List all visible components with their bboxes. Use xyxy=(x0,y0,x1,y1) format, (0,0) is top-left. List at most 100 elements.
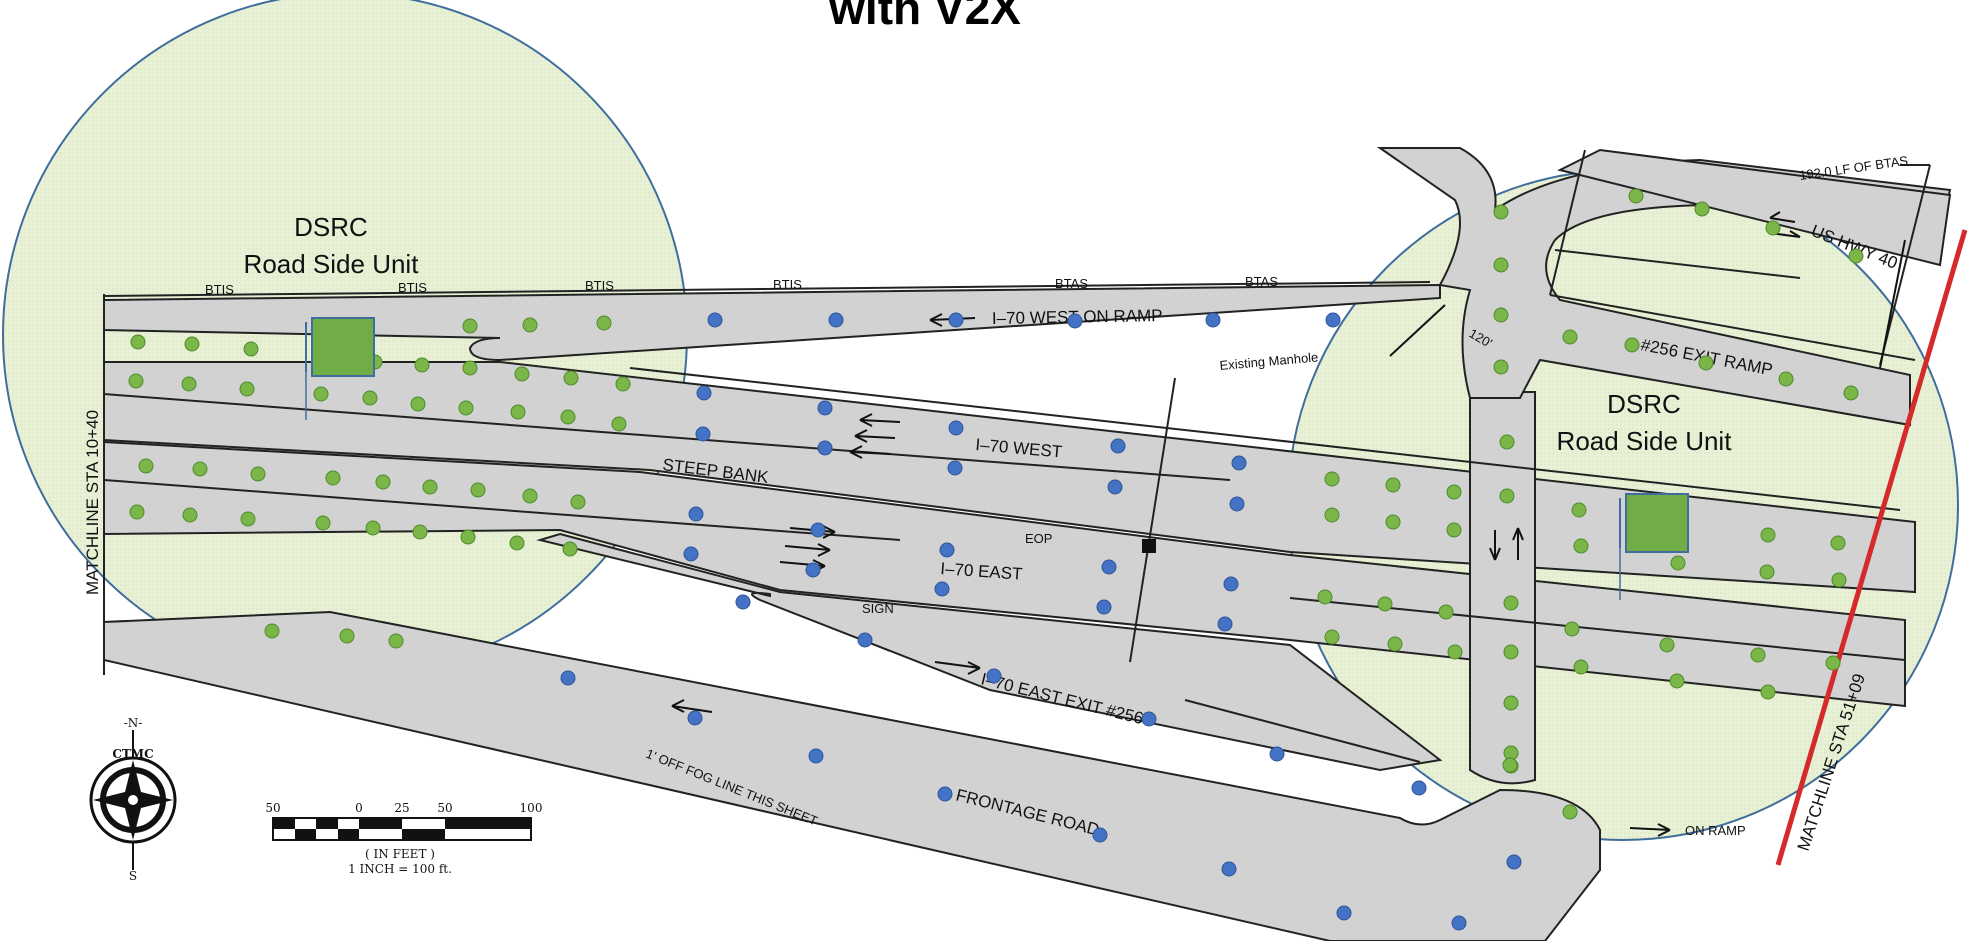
connected-vehicle xyxy=(1765,220,1781,236)
connected-vehicle xyxy=(182,507,198,523)
label-sign: SIGN xyxy=(862,601,894,616)
label-btas: BTAS xyxy=(1245,274,1278,289)
connected-vehicle xyxy=(1669,673,1685,689)
connected-vehicle xyxy=(1573,659,1589,675)
unconnected-vehicle xyxy=(696,385,712,401)
unconnected-vehicle xyxy=(1269,746,1285,762)
unconnected-vehicle xyxy=(939,542,955,558)
connected-vehicle xyxy=(375,474,391,490)
connected-vehicle xyxy=(1825,655,1841,671)
connected-vehicle xyxy=(462,360,478,376)
unconnected-vehicle xyxy=(1217,616,1233,632)
connected-vehicle xyxy=(458,400,474,416)
unconnected-vehicle xyxy=(1092,827,1108,843)
unconnected-vehicle xyxy=(1506,854,1522,870)
connected-vehicle xyxy=(562,541,578,557)
unconnected-vehicle xyxy=(735,594,751,610)
scale-tick-label: 50 xyxy=(265,801,280,815)
connected-vehicle xyxy=(1438,604,1454,620)
connected-vehicle xyxy=(243,341,259,357)
label-btis: BTIS xyxy=(398,280,427,295)
us-hwy-40-road xyxy=(1557,148,1952,267)
unconnected-vehicle xyxy=(948,312,964,328)
connected-vehicle xyxy=(362,390,378,406)
connected-vehicle xyxy=(1499,434,1515,450)
rsu-right-label-1: DSRC xyxy=(1607,389,1681,419)
unconnected-vehicle xyxy=(1231,455,1247,471)
connected-vehicle xyxy=(1324,507,1340,523)
connected-vehicle xyxy=(1493,359,1509,375)
i70-west-road xyxy=(103,361,1916,594)
vertical-connector-road xyxy=(1469,391,1536,785)
unconnected-vehicle xyxy=(947,460,963,476)
i70-east-exit-road xyxy=(536,532,1443,772)
label-existing-manhole: Existing Manhole xyxy=(1219,349,1319,373)
label-btis: BTIS xyxy=(585,278,614,293)
connected-vehicle xyxy=(1503,644,1519,660)
connected-vehicle xyxy=(414,357,430,373)
unconnected-vehicle xyxy=(948,420,964,436)
unconnected-vehicle xyxy=(560,670,576,686)
connected-vehicle xyxy=(240,511,256,527)
connected-vehicle xyxy=(1503,595,1519,611)
scale-tick-label: 100 xyxy=(520,801,543,815)
connected-vehicle xyxy=(1760,527,1776,543)
connected-vehicle xyxy=(560,409,576,425)
connected-vehicle xyxy=(325,470,341,486)
unconnected-vehicle xyxy=(1223,576,1239,592)
unconnected-vehicle xyxy=(687,710,703,726)
unconnected-vehicle xyxy=(1229,496,1245,512)
connected-vehicle xyxy=(1750,647,1766,663)
connected-vehicle xyxy=(1571,502,1587,518)
connected-vehicle xyxy=(1503,695,1519,711)
connected-vehicle xyxy=(460,529,476,545)
unconnected-vehicle xyxy=(1325,312,1341,328)
connected-vehicle xyxy=(514,366,530,382)
connected-vehicle xyxy=(130,334,146,350)
unconnected-vehicle xyxy=(808,748,824,764)
scale-tick-label: 25 xyxy=(394,801,409,815)
unconnected-vehicle xyxy=(817,440,833,456)
connected-vehicle xyxy=(138,458,154,474)
connected-vehicle xyxy=(1447,644,1463,660)
connected-vehicle xyxy=(1317,589,1333,605)
scale-tick-label: 0 xyxy=(355,801,363,815)
connected-vehicle xyxy=(1759,564,1775,580)
connected-vehicle xyxy=(1385,477,1401,493)
connected-vehicle xyxy=(509,535,525,551)
unconnected-vehicle xyxy=(683,546,699,562)
connected-vehicle xyxy=(462,318,478,334)
unconnected-vehicle xyxy=(810,522,826,538)
connected-vehicle xyxy=(1493,257,1509,273)
connected-vehicle xyxy=(1377,596,1393,612)
arrow-east-icon xyxy=(1629,823,1671,837)
unconnected-vehicle xyxy=(828,312,844,328)
connected-vehicle xyxy=(128,373,144,389)
unconnected-vehicle xyxy=(1141,711,1157,727)
connected-vehicle xyxy=(470,482,486,498)
connected-vehicle xyxy=(1502,757,1518,773)
connected-vehicle xyxy=(192,461,208,477)
connected-vehicle xyxy=(422,479,438,495)
unconnected-vehicle xyxy=(934,581,950,597)
arrow-west-icon xyxy=(859,413,901,427)
connected-vehicle xyxy=(181,376,197,392)
arrow-west-icon xyxy=(671,699,713,713)
connected-vehicle xyxy=(1446,522,1462,538)
arrow-north-icon xyxy=(1512,527,1524,560)
connected-vehicle xyxy=(1493,204,1509,220)
arrow-east-icon xyxy=(934,661,981,675)
unconnected-vehicle xyxy=(1107,479,1123,495)
unconnected-vehicle xyxy=(805,562,821,578)
unconnected-vehicle xyxy=(1110,438,1126,454)
connected-vehicle xyxy=(1493,307,1509,323)
label-on-ramp: ON RAMP xyxy=(1685,823,1746,838)
unconnected-vehicle xyxy=(1101,559,1117,575)
connected-vehicle xyxy=(410,396,426,412)
connected-vehicle xyxy=(388,633,404,649)
connected-vehicle xyxy=(1628,188,1644,204)
connected-vehicle xyxy=(563,370,579,386)
arrow-pointer-icon xyxy=(1389,304,1446,357)
rsu-box xyxy=(1625,493,1689,553)
